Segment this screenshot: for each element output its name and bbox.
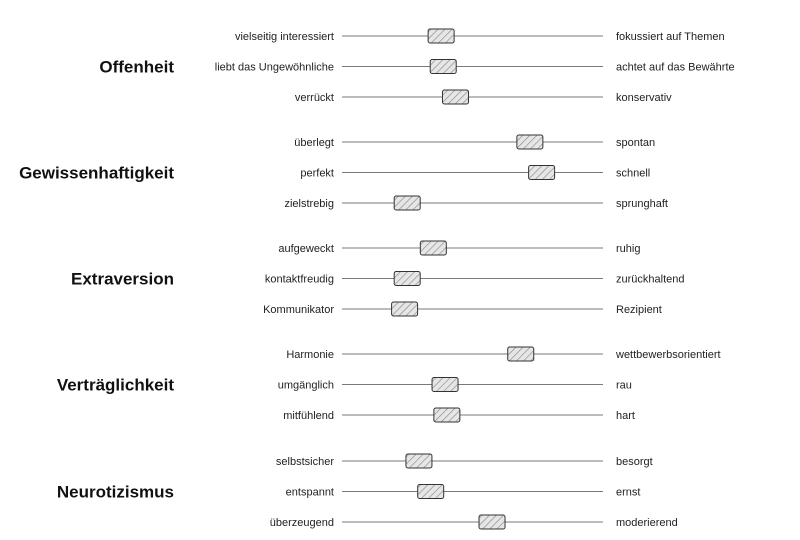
left-pole-label: liebt das Ungewöhnliche xyxy=(215,62,334,74)
left-pole-label: entspannt xyxy=(286,487,334,499)
left-pole-label: perfekt xyxy=(300,168,334,180)
category-label: Offenheit xyxy=(99,58,174,77)
category-label: Extraversion xyxy=(71,270,174,289)
right-pole-label: moderierend xyxy=(616,517,678,529)
value-marker xyxy=(441,89,469,105)
value-marker xyxy=(417,484,445,499)
category-group: Verträglichkeit Harmonie wettbewerbsorient… xyxy=(57,346,721,423)
category-group: Gewissenhaftigkeit überlegt spontan perfekt… xyxy=(19,134,668,211)
right-pole-label: konservativ xyxy=(616,92,672,104)
value-marker xyxy=(419,240,447,256)
left-pole-label: kontaktfreudig xyxy=(265,274,334,286)
value-marker xyxy=(427,28,455,44)
value-marker xyxy=(516,134,544,150)
left-pole-label: zielstrebig xyxy=(284,198,334,210)
right-pole-label: schnell xyxy=(616,168,650,180)
left-pole-label: überzeugend xyxy=(270,517,334,529)
left-pole-label: Kommunikator xyxy=(263,304,334,316)
value-marker xyxy=(478,514,506,530)
left-pole-label: selbstsicher xyxy=(276,456,334,468)
left-pole-label: aufgeweckt xyxy=(278,243,334,255)
right-pole-label: wettbewerbsorientiert xyxy=(615,349,721,361)
left-pole-label: Harmonie xyxy=(286,349,334,361)
value-marker xyxy=(391,301,419,317)
right-pole-label: Rezipient xyxy=(616,304,662,316)
right-pole-label: ruhig xyxy=(616,243,640,255)
category-label: Gewissenhaftigkeit xyxy=(19,164,174,183)
value-marker xyxy=(431,377,459,392)
value-marker xyxy=(433,407,461,423)
category-label: Verträglichkeit xyxy=(57,376,175,395)
left-pole-label: vielseitig interessiert xyxy=(235,31,334,43)
right-pole-label: besorgt xyxy=(616,456,653,468)
category-group: Extraversion aufgeweckt ruhig kontaktfreudi… xyxy=(71,240,685,317)
value-marker xyxy=(429,59,457,74)
value-marker xyxy=(507,346,535,362)
right-pole-label: achtet auf das Bewährte xyxy=(616,62,735,74)
category-group: Offenheit vielseitig interessiert fokussie… xyxy=(99,28,735,105)
right-pole-label: sprunghaft xyxy=(616,198,668,210)
left-pole-label: verrückt xyxy=(295,92,334,104)
right-pole-label: rau xyxy=(616,380,632,392)
rows-layer: Offenheit vielseitig interessiert fokussie… xyxy=(19,28,735,530)
category-group: Neurotizismus selbstsicher besorgt entspann… xyxy=(57,453,678,530)
right-pole-label: ernst xyxy=(616,487,640,499)
value-marker xyxy=(393,271,421,286)
left-pole-label: umgänglich xyxy=(278,380,334,392)
left-pole-label: überlegt xyxy=(294,137,334,149)
category-label: Neurotizismus xyxy=(57,483,174,502)
right-pole-label: zurückhaltend xyxy=(616,274,685,286)
value-marker xyxy=(393,195,421,211)
right-pole-label: hart xyxy=(616,410,635,422)
value-marker xyxy=(405,453,433,469)
value-marker xyxy=(528,165,556,180)
right-pole-label: spontan xyxy=(616,137,655,149)
right-pole-label: fokussiert auf Themen xyxy=(616,31,725,43)
left-pole-label: mitfühlend xyxy=(283,410,334,422)
